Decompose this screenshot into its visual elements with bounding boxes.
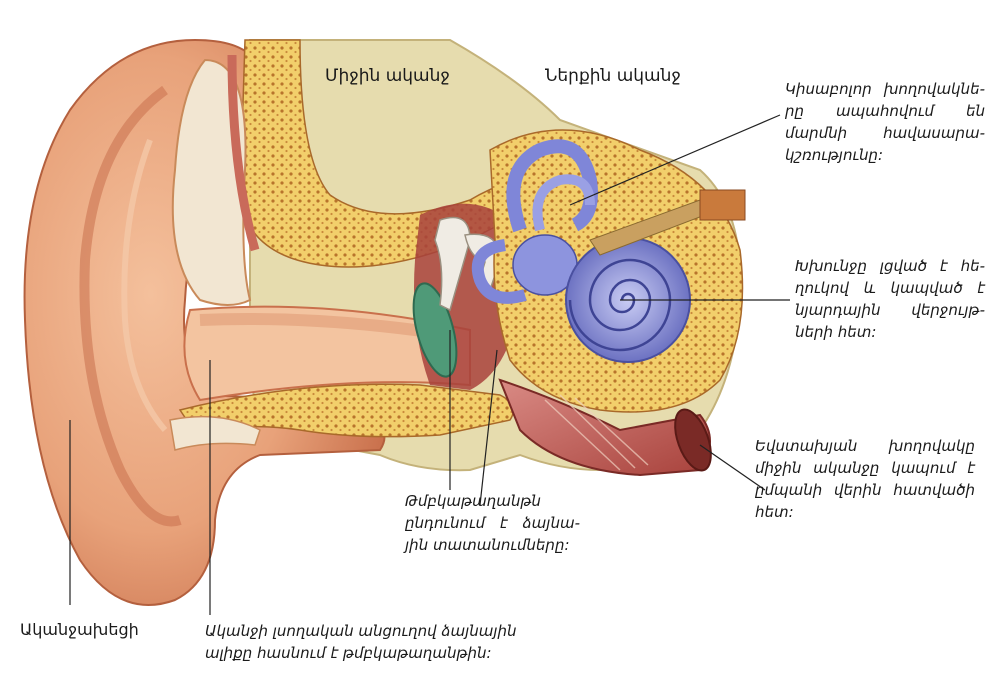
auricle-inner-fold <box>121 138 168 432</box>
inner-ear-title: Ներքին ականջ <box>545 66 681 86</box>
note-line: յին տատանումները: <box>405 536 570 554</box>
note-line: մարմնի հավասարա- <box>785 124 985 142</box>
note-line: ընդունում է ձայնա- <box>405 514 580 532</box>
middle-ear-title: Միջին ականջ <box>325 66 450 86</box>
muscle-stripes <box>544 394 649 471</box>
leader-canals <box>569 114 781 206</box>
auricle-fold <box>79 85 182 527</box>
note-line: Եվստախյան խողովակը <box>755 437 975 455</box>
cochlea-note: Խխունջը լցված է հե- ղուկով և կապված է նյ… <box>795 255 985 343</box>
note-line: րը ապահովում են <box>785 102 985 120</box>
ear-canal-note: Ականջի լսողական անցուղով ձայնային ալիքը … <box>205 620 517 664</box>
ossicle-hammer <box>434 216 471 312</box>
semicircular-canals-note: Կիսաբոլոր խողովակնե- րը ապահովում են մար… <box>785 78 985 166</box>
lower-cartilage <box>169 415 261 451</box>
note-line: ների հետ: <box>795 323 877 341</box>
note-line: ալիքը հասնում է թմբկաթաղանթին: <box>205 644 492 662</box>
note-line: Կիսաբոլոր խողովակնե- <box>785 80 985 98</box>
note-line: կշռությունը: <box>785 146 884 164</box>
note-line: միջին ականջը կապում է <box>755 459 975 477</box>
note-line: Խխունջը լցված է հե- <box>795 257 985 275</box>
eardrum-note: Թմբկաթաղանթն ընդունում է ձայնա- յին տատա… <box>405 490 580 556</box>
eustachian-tube-opening <box>674 408 712 472</box>
note-line: Ականջի լսողական անցուղով ձայնային <box>205 622 517 640</box>
semicircular-canal-3 <box>471 239 527 304</box>
note-line: Թմբկաթաղանթն <box>405 492 541 510</box>
eustachian-tube-note: Եվստախյան խողովակը միջին ականջը կապում է… <box>755 435 975 523</box>
semicircular-canal-2 <box>532 174 595 232</box>
semicircular-canal-1 <box>506 139 598 233</box>
leader-eustachian <box>699 444 766 491</box>
note-line: ղուկով և կապված է <box>795 279 985 297</box>
note-line: ըմպանի վերին հատվածի <box>755 481 975 499</box>
cochlea-spiral <box>568 258 672 352</box>
leader-lines <box>69 114 790 615</box>
auricle-title: Ականջախեցի <box>20 620 139 639</box>
upper-tissue-stripe <box>227 54 260 252</box>
leader-ossicle <box>479 349 498 506</box>
lower-bone-band <box>178 383 515 442</box>
note-line: նյարդային վերջույթ- <box>795 301 985 319</box>
note-line: հետ: <box>755 503 794 521</box>
nerve-ends <box>699 189 746 221</box>
